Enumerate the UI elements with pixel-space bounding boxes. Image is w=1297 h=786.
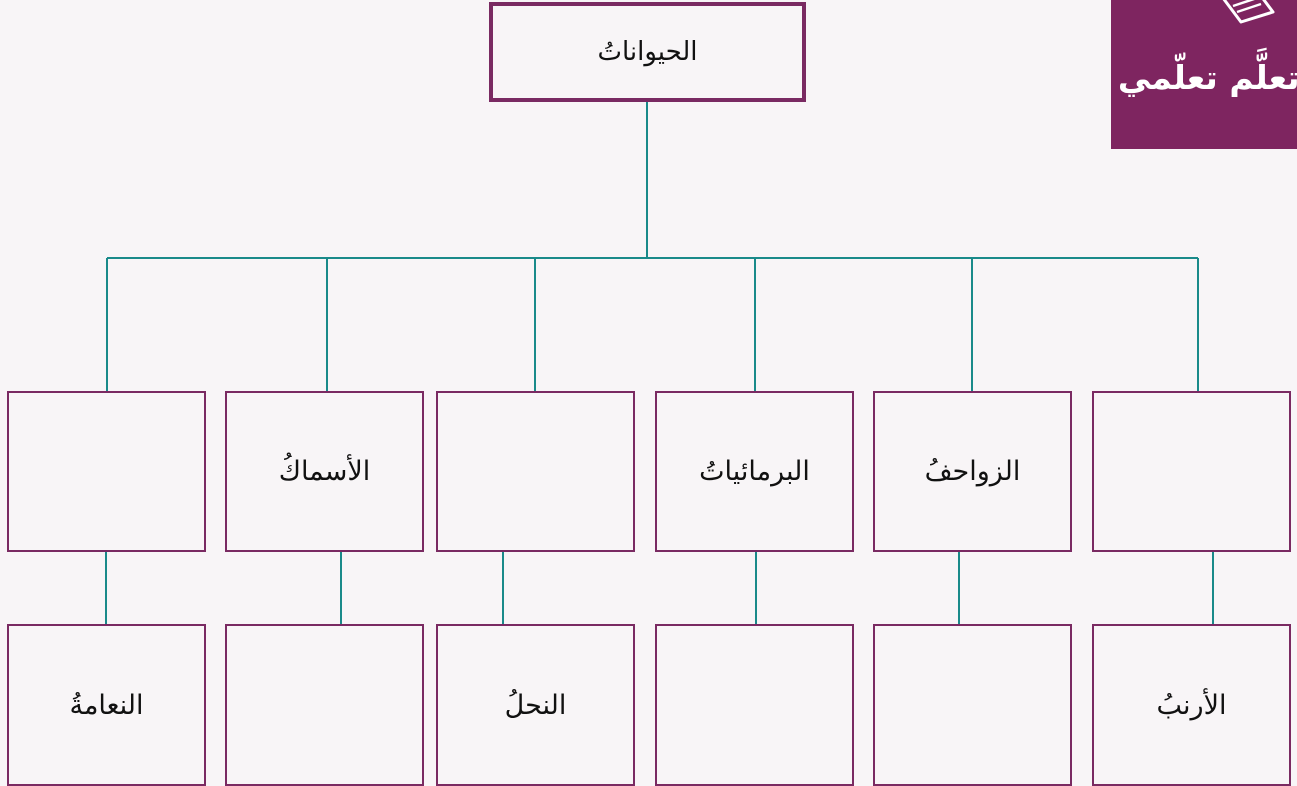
category-node: الأسماكُ	[225, 391, 424, 552]
badge-title: أتعلَّم تعلّمي	[1117, 58, 1297, 97]
root-node: الحيواناتُ	[489, 2, 806, 102]
category-node	[1092, 391, 1291, 552]
example-node: النحلُ	[436, 624, 635, 786]
category-node: الزواحفُ	[873, 391, 1072, 552]
example-node	[655, 624, 854, 786]
example-node	[225, 624, 424, 786]
example-node: النعامةُ	[7, 624, 206, 786]
lesson-badge: أتعلَّم تعلّمي	[1111, 0, 1297, 149]
category-node	[436, 391, 635, 552]
category-node: البرمائياتُ	[655, 391, 854, 552]
category-node	[7, 391, 206, 552]
book-icon	[1222, 0, 1275, 24]
example-node	[873, 624, 1072, 786]
example-node: الأرنبُ	[1092, 624, 1291, 786]
